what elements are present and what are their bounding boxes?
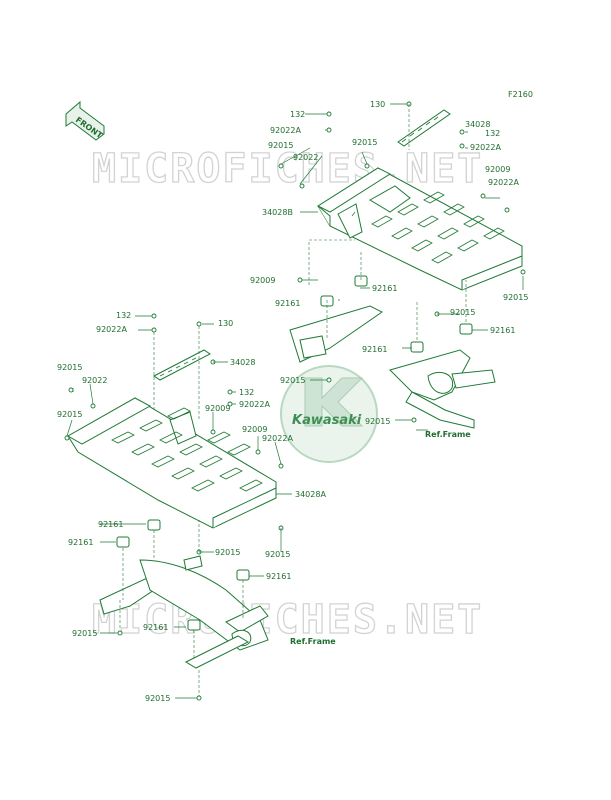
label-92015-upper-a: 92015 [268,141,293,150]
label-92161-lower-c: 92161 [266,572,291,581]
label-92161-upper-b: 92161 [372,284,397,293]
ref-frame-lower: Ref.Frame [290,637,336,646]
label-132-upper-b: 132 [485,129,500,138]
label-92022-upper: 92022 [293,153,318,162]
label-130-lower: 130 [218,319,233,328]
label-92161-upper-c: 92161 [490,326,515,335]
label-92161-upper-a: 92161 [275,299,300,308]
label-92015-upper-f: 92015 [365,417,390,426]
label-92022A-lower-c: 92022A [262,434,293,443]
label-92015-lower-b: 92015 [57,410,82,419]
label-34028-lower: 34028 [230,358,255,367]
label-92015-upper-c: 92015 [503,293,528,302]
label-92015-lower-c: 92015 [215,548,240,557]
label-92161-upper-d: 92161 [362,345,387,354]
label-92161-lower-d: 92161 [143,623,168,632]
label-92022-lower: 92022 [82,376,107,385]
label-92022A-lower-b: 92022A [239,400,270,409]
upper-footboard-slots [371,191,505,264]
label-92015-upper-e: 92015 [280,376,305,385]
label-130-upper: 130 [370,100,385,109]
label-92015-upper-b: 92015 [352,138,377,147]
label-132-lower-b: 132 [239,388,254,397]
watermark-top: MICROFICHES.NET [92,146,483,192]
figure-code: F2160 [508,90,533,99]
label-92022A-upper-c: 92022A [488,178,519,187]
label-92161-lower-b: 92161 [68,538,93,547]
kawasaki-logo: Kawasaki [280,365,378,463]
label-92009-lower-b: 92009 [242,425,267,434]
label-34028A: 34028A [295,490,326,499]
lower-footboard-assembly [64,313,292,701]
label-92022A-upper-b: 92022A [470,143,501,152]
label-92015-lower-e: 92015 [72,629,97,638]
label-34028B: 34028B [262,208,293,217]
label-34028-upper: 34028 [465,120,490,129]
label-92009-lower-a: 92009 [205,404,230,413]
lower-footboard-slots [111,407,263,492]
label-92009-upper-b: 92009 [250,276,275,285]
front-arrow-icon: FRONT [65,100,105,141]
label-92015-upper-d: 92015 [450,308,475,317]
ref-frame-upper: Ref.Frame [425,430,471,439]
label-132-upper-a: 132 [290,110,305,119]
label-92161-lower-a: 92161 [98,520,123,529]
label-92015-lower-d: 92015 [265,550,290,559]
watermark-bottom: MICROFICHES.NET [92,597,483,643]
label-92022A-upper-a: 92022A [270,126,301,135]
label-92009-upper-a: 92009 [485,165,510,174]
upper-footboard-assembly [278,101,526,431]
label-92015-lower-a: 92015 [57,363,82,372]
logo-text: Kawasaki [292,413,362,428]
label-92022A-lower-a: 92022A [96,325,127,334]
label-92015-lower-f: 92015 [145,694,170,703]
label-132-lower-a: 132 [116,311,131,320]
